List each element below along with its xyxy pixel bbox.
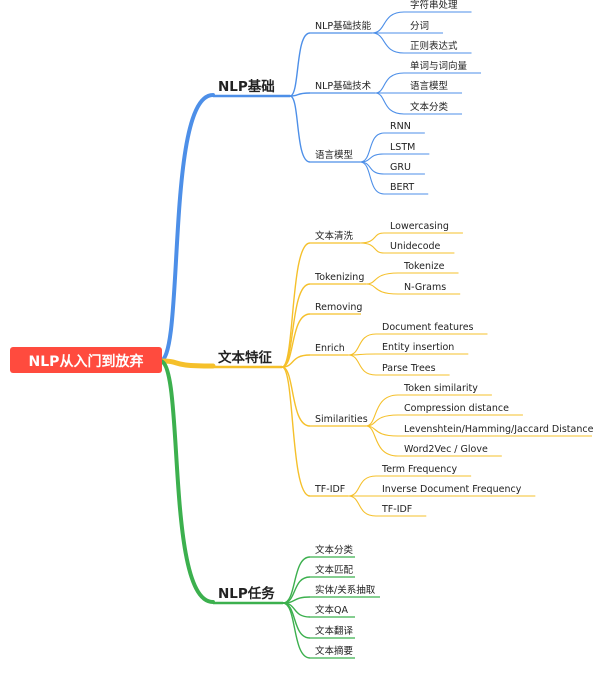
child-label[interactable]: Tokenizing bbox=[314, 272, 364, 283]
leaf-label[interactable]: Levenshtein/Hamming/Jaccard Distance bbox=[404, 424, 594, 435]
child-link bbox=[281, 354, 311, 368]
leaf-link bbox=[374, 72, 405, 94]
branch-label[interactable]: 文本特征 bbox=[218, 349, 272, 366]
child-label[interactable]: NLP基础技术 bbox=[315, 80, 372, 92]
root-link-2 bbox=[158, 359, 215, 604]
root-link-1 bbox=[157, 358, 216, 369]
leaf-label[interactable]: Parse Trees bbox=[382, 363, 436, 374]
leaf-link bbox=[374, 92, 405, 115]
leaf-link bbox=[359, 132, 385, 163]
root-label[interactable]: NLP从入门到放弃 bbox=[29, 353, 144, 370]
leaf-label[interactable]: Token similarity bbox=[403, 383, 478, 394]
child-label[interactable]: 文本清洗 bbox=[315, 230, 354, 242]
leaf-label[interactable]: Tokenize bbox=[403, 261, 445, 272]
child-link bbox=[282, 556, 311, 604]
leaf-label[interactable]: N-Grams bbox=[404, 282, 446, 293]
leaf-link bbox=[347, 495, 377, 517]
child-link bbox=[289, 32, 311, 97]
leaf-link bbox=[359, 232, 385, 244]
leaf-label[interactable]: 分词 bbox=[410, 21, 429, 32]
leaf-label[interactable]: 语言模型 bbox=[410, 80, 449, 92]
leaf-link bbox=[365, 425, 399, 437]
leaf-link bbox=[347, 333, 377, 356]
child-link bbox=[282, 596, 311, 604]
leaf-label[interactable]: TF-IDF bbox=[381, 504, 412, 515]
leaf-label[interactable]: Lowercasing bbox=[390, 221, 449, 232]
leaf-label[interactable]: Entity insertion bbox=[382, 342, 454, 353]
child-label[interactable]: NLP基础技能 bbox=[315, 20, 372, 32]
child-link bbox=[289, 92, 311, 97]
child-label[interactable]: 文本QA bbox=[315, 604, 348, 616]
leaf-label[interactable]: Inverse Document Frequency bbox=[382, 484, 522, 495]
child-label[interactable]: 文本摘要 bbox=[315, 645, 353, 657]
leaf-label[interactable]: LSTM bbox=[390, 142, 415, 153]
leaf-link bbox=[347, 354, 377, 376]
leaf-label[interactable]: Compression distance bbox=[404, 403, 509, 414]
leaf-link bbox=[365, 272, 399, 285]
child-link bbox=[281, 313, 311, 368]
leaf-link bbox=[371, 11, 405, 34]
child-label[interactable]: Enrich bbox=[315, 343, 345, 354]
child-label[interactable]: Removing bbox=[315, 302, 362, 313]
node-layer: NLP基础NLP基础技能字符串处理分词正则表达式NLP基础技术单词与词向量语言模… bbox=[10, 0, 594, 657]
leaf-label[interactable]: Unidecode bbox=[390, 241, 441, 252]
leaf-link bbox=[347, 475, 377, 497]
leaf-label[interactable]: 正则表达式 bbox=[410, 40, 458, 52]
child-link bbox=[281, 283, 311, 368]
leaf-label[interactable]: 字符串处理 bbox=[410, 0, 458, 11]
child-label[interactable]: 文本翻译 bbox=[315, 625, 354, 637]
child-link bbox=[282, 602, 311, 639]
child-label[interactable]: 实体/关系抽取 bbox=[315, 584, 376, 596]
root-group[interactable]: NLP从入门到放弃 bbox=[10, 347, 162, 373]
leaf-label[interactable]: RNN bbox=[390, 121, 411, 132]
branch-label[interactable]: NLP任务 bbox=[218, 585, 275, 602]
child-link bbox=[281, 366, 311, 427]
child-label[interactable]: TF-IDF bbox=[314, 484, 345, 495]
leaf-label[interactable]: 文本分类 bbox=[410, 101, 449, 113]
root-box[interactable] bbox=[10, 347, 162, 373]
leaf-link bbox=[359, 242, 385, 254]
root-link-0 bbox=[158, 93, 215, 363]
leaf-label[interactable]: Document features bbox=[382, 322, 474, 333]
child-label[interactable]: 语言模型 bbox=[315, 149, 354, 161]
child-label[interactable]: Similarities bbox=[315, 414, 368, 425]
child-link bbox=[281, 366, 311, 497]
leaf-label[interactable]: Word2Vec / Glove bbox=[404, 444, 488, 455]
child-label[interactable]: 文本匹配 bbox=[315, 564, 354, 576]
leaf-link bbox=[359, 161, 385, 175]
leaf-label[interactable]: 单词与词向量 bbox=[410, 60, 468, 72]
leaf-link bbox=[365, 394, 399, 427]
connector-layer bbox=[157, 11, 592, 659]
child-label[interactable]: 文本分类 bbox=[315, 544, 354, 556]
child-link bbox=[281, 242, 311, 368]
child-link bbox=[282, 602, 311, 659]
branch-label[interactable]: NLP基础 bbox=[218, 78, 275, 95]
leaf-label[interactable]: Term Frequency bbox=[381, 464, 458, 475]
leaf-link bbox=[365, 425, 399, 457]
leaf-label[interactable]: BERT bbox=[390, 182, 414, 193]
child-link bbox=[289, 95, 311, 163]
leaf-link bbox=[365, 283, 399, 295]
leaf-label[interactable]: GRU bbox=[390, 162, 411, 173]
leaf-link bbox=[359, 161, 385, 195]
leaf-link bbox=[365, 414, 399, 427]
leaf-link bbox=[371, 32, 405, 54]
